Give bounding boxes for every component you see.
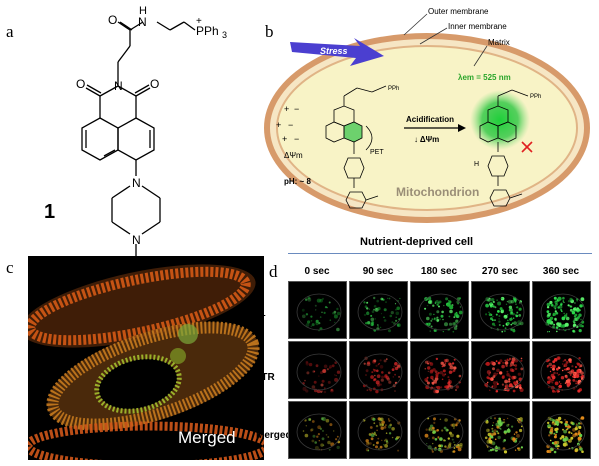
membrane-charges: + − + − + − <box>276 104 299 144</box>
timelapse-cell <box>410 281 469 339</box>
merged-cell-image: Merged <box>28 256 264 460</box>
label-matrix: Matrix <box>488 38 510 47</box>
label-delta-psi-down: ↓ ΔΨm <box>414 135 439 144</box>
time-header-0: 0 sec <box>304 266 330 277</box>
timelapse-cell <box>471 341 530 399</box>
time-header-1: 90 sec <box>362 266 394 277</box>
probe-fluorescent-protonated-h: H <box>474 161 479 168</box>
time-header-3: 270 sec <box>481 266 519 277</box>
label-piperazine-n-top: N <box>132 176 141 190</box>
label-pet: PET <box>370 149 384 156</box>
panel-d-title-rule <box>288 253 592 254</box>
timelapse-cell <box>288 281 347 339</box>
svg-text:+: + <box>282 134 287 144</box>
label-phosphonium-sub: 3 <box>222 30 227 40</box>
timelapse-cell <box>532 401 591 459</box>
time-header-4: 360 sec <box>542 266 580 277</box>
label-inner-membrane: Inner membrane <box>448 22 507 31</box>
timelapse-cell <box>471 401 530 459</box>
label-amide-h: H <box>139 5 147 17</box>
label-amide-n: N <box>138 15 147 29</box>
compound-1-structure: N H O PPh 3 + N O O N N Cl 1 <box>44 5 227 299</box>
blocked-pet-x-icon <box>521 141 533 153</box>
label-stress: Stress <box>320 46 348 56</box>
timelapse-cell <box>288 401 347 459</box>
probe-quenched <box>325 85 387 209</box>
timelapse-cell <box>349 341 408 399</box>
label-ph: pH: ~ 8 <box>284 177 311 186</box>
probe-fluorescent-pph3: PPh <box>530 94 541 100</box>
timelapse-cell <box>410 401 469 459</box>
label-amide-o: O <box>108 13 117 27</box>
compound-number: 1 <box>44 201 55 223</box>
row-label-1: 1 <box>260 308 266 319</box>
timelapse-cell <box>349 281 408 339</box>
label-imide-n: N <box>114 79 123 93</box>
timelapse-cell <box>288 341 347 399</box>
time-header-2: 180 sec <box>420 266 458 277</box>
row-label-ltr: LTR <box>256 372 275 383</box>
label-phosphonium: PPh <box>196 24 219 38</box>
label-acidification: Acidification <box>406 115 454 124</box>
probe-quenched-pph3: PPh <box>388 86 399 92</box>
label-imide-o-right: O <box>150 77 159 91</box>
label-piperazine-n-bottom: N <box>132 233 141 247</box>
panel-letter-c: c <box>6 258 14 277</box>
label-mitochondrion: Mitochondrion <box>396 185 479 199</box>
svg-text:−: − <box>294 134 299 144</box>
timelapse-grid <box>288 281 594 461</box>
timelapse-cell <box>532 281 591 339</box>
svg-text:+: + <box>276 120 281 130</box>
label-phosphonium-charge: + <box>196 16 202 27</box>
label-outer-membrane: Outer membrane <box>428 7 489 16</box>
label-merged-c: Merged <box>178 428 236 447</box>
timelapse-cell <box>349 401 408 459</box>
label-lambda-em: λem = 525 nm <box>458 73 511 82</box>
row-label-merged: Merged <box>256 430 292 441</box>
panel-d-title: Nutrient-deprived cell <box>360 236 474 248</box>
panel-letter-a: a <box>6 22 14 41</box>
fluorescence-glow <box>470 90 530 150</box>
timelapse-cell <box>532 341 591 399</box>
timelapse-cell <box>471 281 530 339</box>
timelapse-cell <box>410 341 469 399</box>
label-imide-o-left: O <box>76 77 85 91</box>
svg-text:−: − <box>288 120 293 130</box>
svg-text:−: − <box>294 104 299 114</box>
panel-letter-d: d <box>269 262 278 281</box>
label-delta-psi: ΔΨm <box>284 151 303 160</box>
mitochondrion-diagram: Outer membrane Inner membrane Matrix Str… <box>264 7 590 223</box>
stress-arrow <box>290 38 384 66</box>
probe-fluorescent <box>479 89 529 207</box>
panel-letter-b: b <box>265 22 274 41</box>
svg-text:+: + <box>284 104 289 114</box>
